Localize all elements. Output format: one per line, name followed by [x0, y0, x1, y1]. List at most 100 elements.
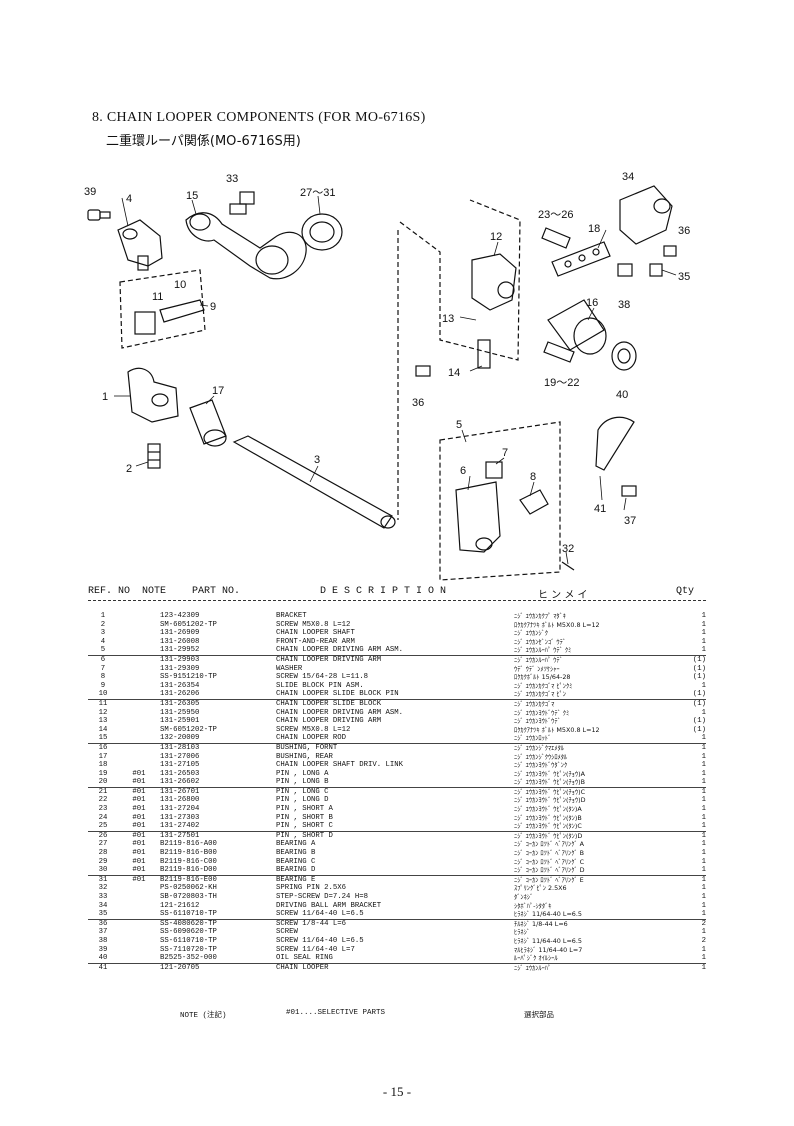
cell-desc: SCREW 15/64-28 L=11.8 [276, 673, 368, 682]
cell-desc: SCREW M5X0.8 L=12 [276, 620, 351, 629]
col-header-ref: REF. NO [88, 586, 131, 597]
header-divider [88, 600, 706, 601]
cell-part: 131-26206 [160, 690, 276, 700]
cell-qty: 1 [701, 769, 706, 778]
label-4: 4 [126, 193, 132, 205]
cell-qty: 1 [701, 612, 706, 620]
cell-part: 131-26354 [160, 681, 200, 690]
label-2: 2 [126, 463, 132, 475]
washer-7 [485, 461, 503, 479]
label-27-31: 27～31 [300, 187, 335, 199]
chain-looper-41 [595, 416, 635, 471]
cell-note [118, 709, 160, 718]
cell-note [118, 655, 160, 664]
cell-note [118, 621, 160, 630]
cell-part: SM-6051202-TP [160, 725, 217, 734]
cell-desc: CHAIN LOOPER ROD [276, 734, 514, 744]
cell-qty: (1) [692, 717, 706, 726]
cell-ref: 8 [100, 673, 106, 682]
label-37: 37 [624, 515, 636, 527]
cell-jp: ｽﾌﾟﾘﾝｸﾞﾋﾟﾝ 2.5X6 [514, 884, 567, 893]
cell-jp: ﾆｼﾞ ﾕｳｶﾝﾛｯﾄﾞ [514, 734, 678, 744]
cell-part: 123-42309 [160, 612, 200, 620]
cell-ref: 2 [100, 620, 106, 629]
cell-part: 131-26503 [160, 769, 200, 778]
label-7: 7 [502, 447, 508, 459]
cell-part: 121-21612 [160, 901, 200, 910]
label-40: 40 [616, 389, 628, 401]
label-5: 5 [456, 419, 462, 431]
cell-note [118, 612, 160, 621]
cell-desc: PIN , LONG B [276, 778, 514, 788]
cell-desc: SCREW [276, 928, 298, 937]
bushing-front-16 [547, 299, 607, 355]
cell-part: 132-20009 [160, 734, 276, 744]
cell-note: #01 [132, 875, 146, 884]
cell-ref: 3 [100, 629, 106, 638]
cell-ref: 31 [98, 875, 108, 884]
cell-ref: 15 [88, 734, 118, 744]
cell-ref: 21 [98, 787, 108, 796]
note-label: NOTE (注記) [180, 1012, 227, 1020]
cell-jp: ﾙｰﾊﾟｼﾞｸ ｵｲﾙｼｰﾙ [514, 954, 678, 964]
subassembly-frame-left [119, 269, 206, 349]
cell-qty: 1 [701, 928, 706, 937]
cell-note: #01 [132, 787, 146, 796]
cell-qty: 2 [701, 936, 706, 945]
slide-block-pin-asm [134, 299, 205, 335]
cell-part: SS-6090620-TP [160, 928, 217, 937]
cell-qty: 1 [678, 822, 706, 832]
cell-desc: BEARING B [276, 849, 316, 858]
cell-desc: SCREW 11/64-40 L=6.5 [276, 936, 364, 945]
cell-qty: 1 [678, 778, 706, 788]
screw-35 [649, 263, 663, 277]
cell-desc: BEARING D [276, 866, 514, 876]
bearings-27-31 [301, 213, 343, 251]
cell-jp: ﾆｼﾞ ｺｰｶﾝ ﾛﾂﾄﾞ ﾍﾞｱﾘﾝｸﾞ B [514, 849, 585, 858]
cell-ref: 5 [88, 646, 118, 656]
cell-jp: ｳﾃﾞ ｳﾃﾞ ﾝﾒﾂｹｼｬｰ [514, 664, 560, 673]
cell-jp: ﾆｼﾞ ﾕｳｶﾝｼﾞｸ [514, 629, 548, 638]
cell-qty: 1 [701, 752, 706, 761]
cell-part: 131-26008 [160, 637, 200, 646]
cell-qty: 1 [701, 813, 706, 822]
cell-part: B2525-352-000 [160, 954, 276, 964]
cell-part: PS-0250062-KH [160, 884, 217, 893]
cell-jp: ﾆｼﾞ ﾕｳｶﾝｶｸｺﾞﾏ ﾋﾟﾝｸﾐ [514, 681, 573, 690]
cell-desc: CHAIN LOOPER SLIDE BLOCK [276, 699, 382, 708]
cell-note: #01 [132, 849, 146, 858]
cell-ref: 40 [88, 954, 118, 964]
cell-part: 131-29903 [160, 655, 200, 664]
cell-note [118, 726, 160, 735]
cell-ref: 33 [98, 893, 108, 901]
label-35: 35 [678, 271, 690, 283]
driving-link-18 [551, 241, 611, 277]
cell-qty: 1 [701, 893, 706, 901]
cell-note: #01 [132, 805, 146, 814]
screw-2 [147, 443, 161, 469]
cell-note [118, 902, 160, 911]
cell-jp: ﾋﾗﾈｼﾞ [514, 928, 530, 937]
cell-jp: ﾆｼﾞ ｺｰｶﾝ ﾛﾂﾄﾞ ﾍﾞｱﾘﾝｸﾞ C [514, 857, 585, 866]
label-12: 12 [490, 231, 502, 243]
cell-note [118, 682, 160, 691]
cell-part: 131-29309 [160, 664, 200, 673]
cell-note [118, 884, 160, 893]
label-8: 8 [530, 471, 536, 483]
cell-note [118, 963, 160, 972]
cell-ref: 32 [98, 884, 108, 893]
cell-ref: 16 [98, 743, 108, 752]
label-11: 11 [152, 291, 163, 303]
cell-desc: CHAIN LOOPER DRIVING ARM [276, 717, 382, 726]
cell-jp: ﾆｼﾞ ｺｰｶﾝ ﾛﾂﾄﾞ ﾍﾞｱﾘﾝｸﾞ E [514, 875, 584, 884]
